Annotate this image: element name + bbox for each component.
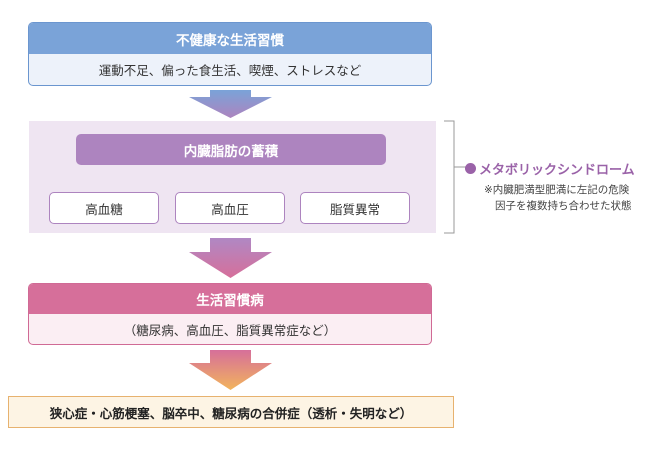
lifestyle-disease-title: 生活習慣病 bbox=[29, 284, 431, 314]
risk-factor-high-blood-pressure: 高血圧 bbox=[175, 192, 285, 224]
lifestyle-disease-box: 生活習慣病 （糖尿病、高血圧、脂質異常症など） bbox=[28, 283, 432, 345]
bracket bbox=[444, 120, 455, 234]
risk-factor-high-blood-sugar: 高血糖 bbox=[49, 192, 159, 224]
bullet-dot-icon bbox=[465, 162, 476, 174]
unhealthy-lifestyle-box: 不健康な生活習慣 運動不足、偏った食生活、喫煙、ストレスなど bbox=[28, 22, 432, 86]
risk-factor-dyslipidemia: 脂質異常 bbox=[300, 192, 410, 224]
flow-arrow-1 bbox=[189, 90, 272, 118]
visceral-fat-title: 内臓脂肪の蓄積 bbox=[76, 134, 386, 165]
metabolic-syndrome-text: メタボリックシンドローム bbox=[479, 162, 635, 178]
unhealthy-lifestyle-examples: 運動不足、偏った食生活、喫煙、ストレスなど bbox=[98, 63, 362, 78]
complications-box: 狭心症・心筋梗塞、脳卒中、糖尿病の合併症（透析・失明など） bbox=[8, 396, 454, 428]
flow-arrow-3 bbox=[189, 350, 272, 390]
metabolic-syndrome-note-line-2: 因子を複数持ち合わせた状態 bbox=[495, 200, 632, 212]
flow-arrow-2 bbox=[189, 238, 272, 278]
lifestyle-disease-examples: （糖尿病、高血圧、脂質異常症など） bbox=[123, 323, 337, 338]
unhealthy-lifestyle-title: 不健康な生活習慣 bbox=[29, 23, 431, 54]
metabolic-syndrome-note-line-1: ※内臓肥満型肥満に左記の危険 bbox=[484, 184, 630, 196]
metabolic-syndrome-label: メタボリックシンドローム bbox=[465, 158, 665, 178]
